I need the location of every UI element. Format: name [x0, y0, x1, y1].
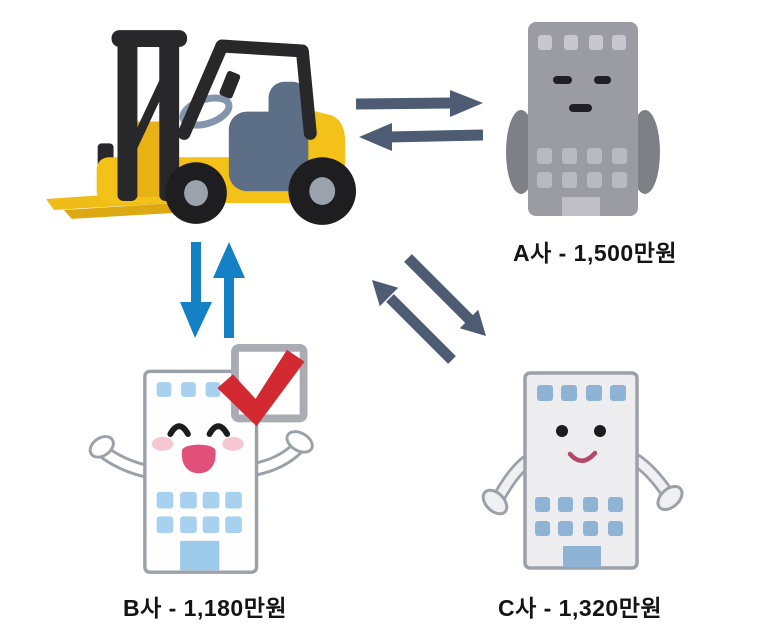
building-a-windows-lower	[537, 148, 627, 188]
checkmark-icon	[217, 349, 305, 427]
building-b-arms	[88, 430, 314, 479]
company-b-label: B사 - 1,180만원	[122, 595, 288, 621]
forklift-illustration	[45, 30, 357, 225]
company-c-label: C사 - 1,320만원	[497, 595, 663, 621]
arrow-up-left-icon	[372, 280, 456, 364]
arrows-forklift-companyC	[372, 254, 486, 364]
arrow-right-icon	[355, 90, 483, 117]
building-b-face	[151, 423, 244, 474]
arrows-forklift-companyB	[180, 242, 245, 338]
building-c-face	[556, 425, 606, 463]
building-c-windows-lower	[535, 497, 623, 536]
building-c-windows-top	[537, 385, 626, 401]
building-b-windows-top	[156, 382, 221, 397]
forklift-wheel-front	[165, 162, 227, 224]
building-b-door	[180, 540, 220, 571]
building-a-door	[562, 197, 600, 216]
building-a-windows-top	[538, 35, 626, 50]
arrows-forklift-companyA	[355, 90, 484, 151]
forklift-wheel-rear	[288, 157, 357, 225]
forklift-cab-frame	[177, 39, 317, 140]
arrow-down-icon	[180, 242, 212, 338]
building-c-door	[563, 546, 601, 567]
building-c-body	[523, 371, 639, 570]
company-b-building	[88, 343, 314, 574]
building-a-body	[528, 22, 638, 216]
company-c-building	[481, 371, 684, 570]
company-a-label: A사 - 1,500만원	[512, 240, 678, 266]
arrow-down-right-icon	[404, 254, 486, 336]
arrow-left-icon	[359, 123, 484, 151]
building-c-arms	[481, 453, 684, 516]
arrow-up-icon	[213, 242, 245, 338]
forklift-mast	[111, 30, 188, 202]
building-a-face	[553, 76, 611, 112]
building-b-windows-lower	[156, 491, 242, 534]
company-a-building	[506, 22, 660, 216]
